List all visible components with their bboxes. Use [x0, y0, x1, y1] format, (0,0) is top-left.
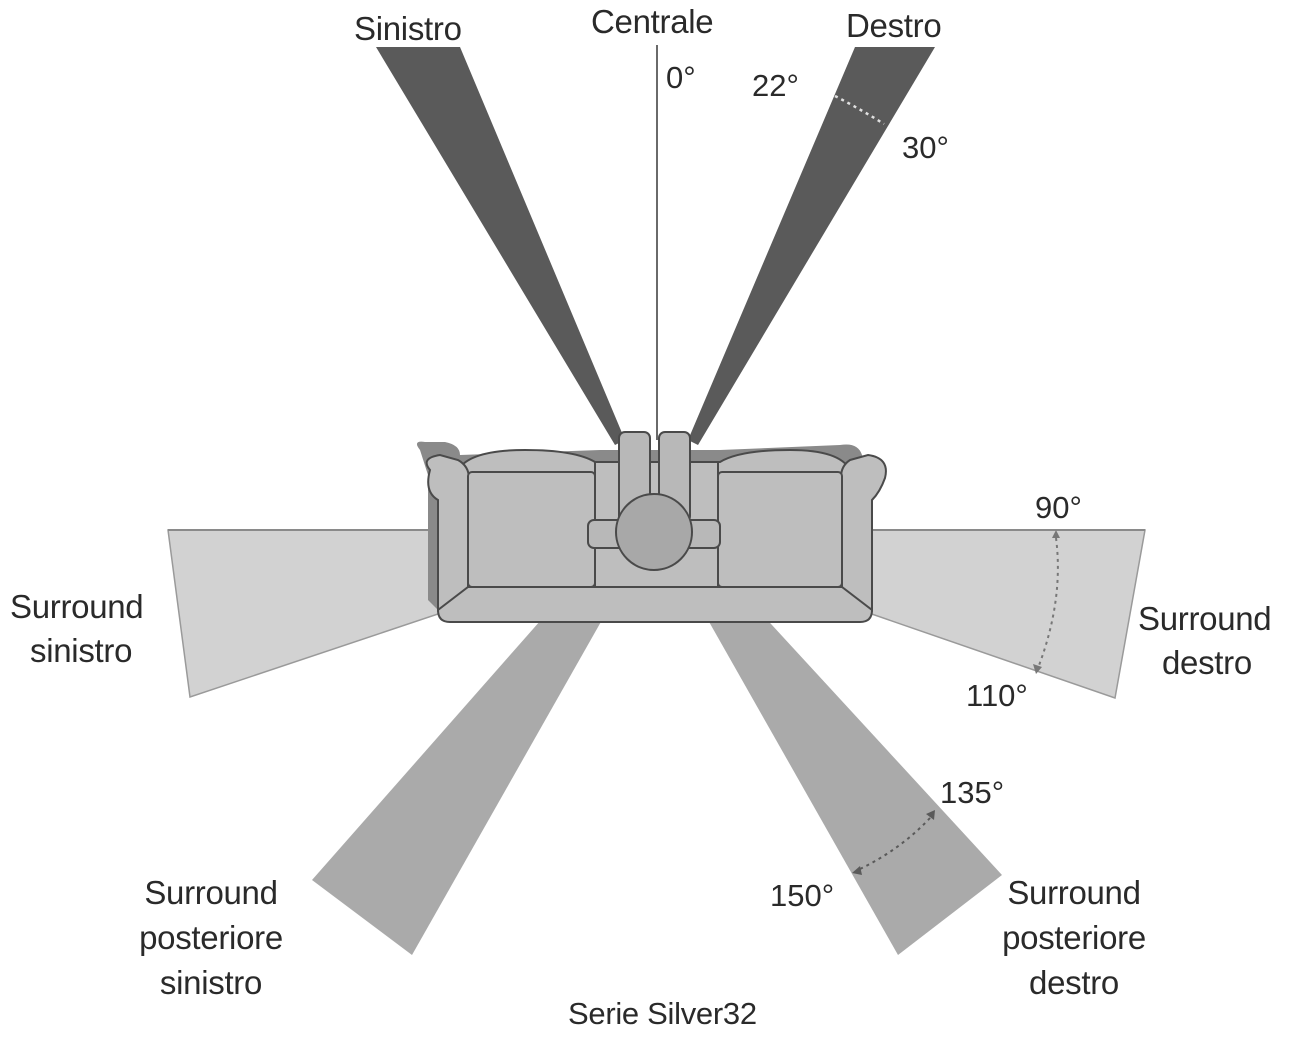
arc-90-110-arrow-bottom: [1033, 664, 1042, 674]
cushion-right: [717, 471, 843, 588]
arc-135-150: [857, 817, 931, 871]
sofa-front: [436, 586, 874, 623]
angle-0: 0°: [666, 60, 696, 95]
label-surround-destro: Surround destro: [1138, 597, 1272, 685]
label-surround-sinistro-line2: sinistro: [30, 632, 133, 669]
label-surround-sinistro-line1: Surround: [10, 588, 144, 625]
label-surround-destro-line1: Surround: [1138, 600, 1272, 637]
beam-right-front: [688, 47, 935, 445]
cushion-left: [467, 471, 596, 588]
arc-22-30: [834, 94, 885, 126]
arc-135-150-arrow-top: [926, 810, 935, 820]
angle-22: 22°: [752, 68, 799, 103]
label-surround-post-sinistro: Surround posteriore sinistro: [130, 870, 292, 1005]
beam-rear-left: [312, 612, 602, 955]
label-surround-post-destro-line2: posteriore: [1002, 919, 1146, 956]
listener: [587, 431, 721, 571]
angle-150: 150°: [770, 878, 835, 913]
label-sinistro: Sinistro: [354, 10, 462, 47]
label-centrale: Centrale: [591, 3, 714, 40]
beam-surround-left: [167, 529, 451, 698]
caption: Serie Silver32: [568, 996, 757, 1031]
label-surround-sinistro: Surround sinistro: [10, 585, 144, 673]
angle-135: 135°: [940, 775, 1005, 810]
label-surround-destro-line2: destro: [1162, 644, 1252, 681]
label-surround-post-destro: Surround posteriore destro: [993, 870, 1155, 1005]
label-surround-post-sinistro-line2: posteriore: [139, 919, 283, 956]
angle-110: 110°: [966, 678, 1028, 713]
beam-rear-right: [708, 612, 1002, 955]
beam-surround-right: [859, 529, 1146, 699]
angle-90: 90°: [1035, 490, 1082, 525]
arc-135-150-arrow-bottom: [852, 866, 862, 875]
sofa-right-arm: [840, 453, 887, 612]
label-surround-post-destro-line1: Surround: [1007, 874, 1141, 911]
label-surround-post-sinistro-line3: sinistro: [159, 964, 263, 1001]
listener-head: [615, 493, 693, 571]
label-surround-post-sinistro-line1: Surround: [144, 874, 278, 911]
label-destro: Destro: [846, 7, 942, 44]
angle-30: 30°: [902, 130, 949, 165]
beam-left-front: [376, 47, 625, 445]
arc-90-110-arrow-top: [1052, 530, 1060, 538]
label-surround-post-destro-line3: destro: [1029, 964, 1119, 1001]
arc-90-110: [1037, 537, 1059, 669]
